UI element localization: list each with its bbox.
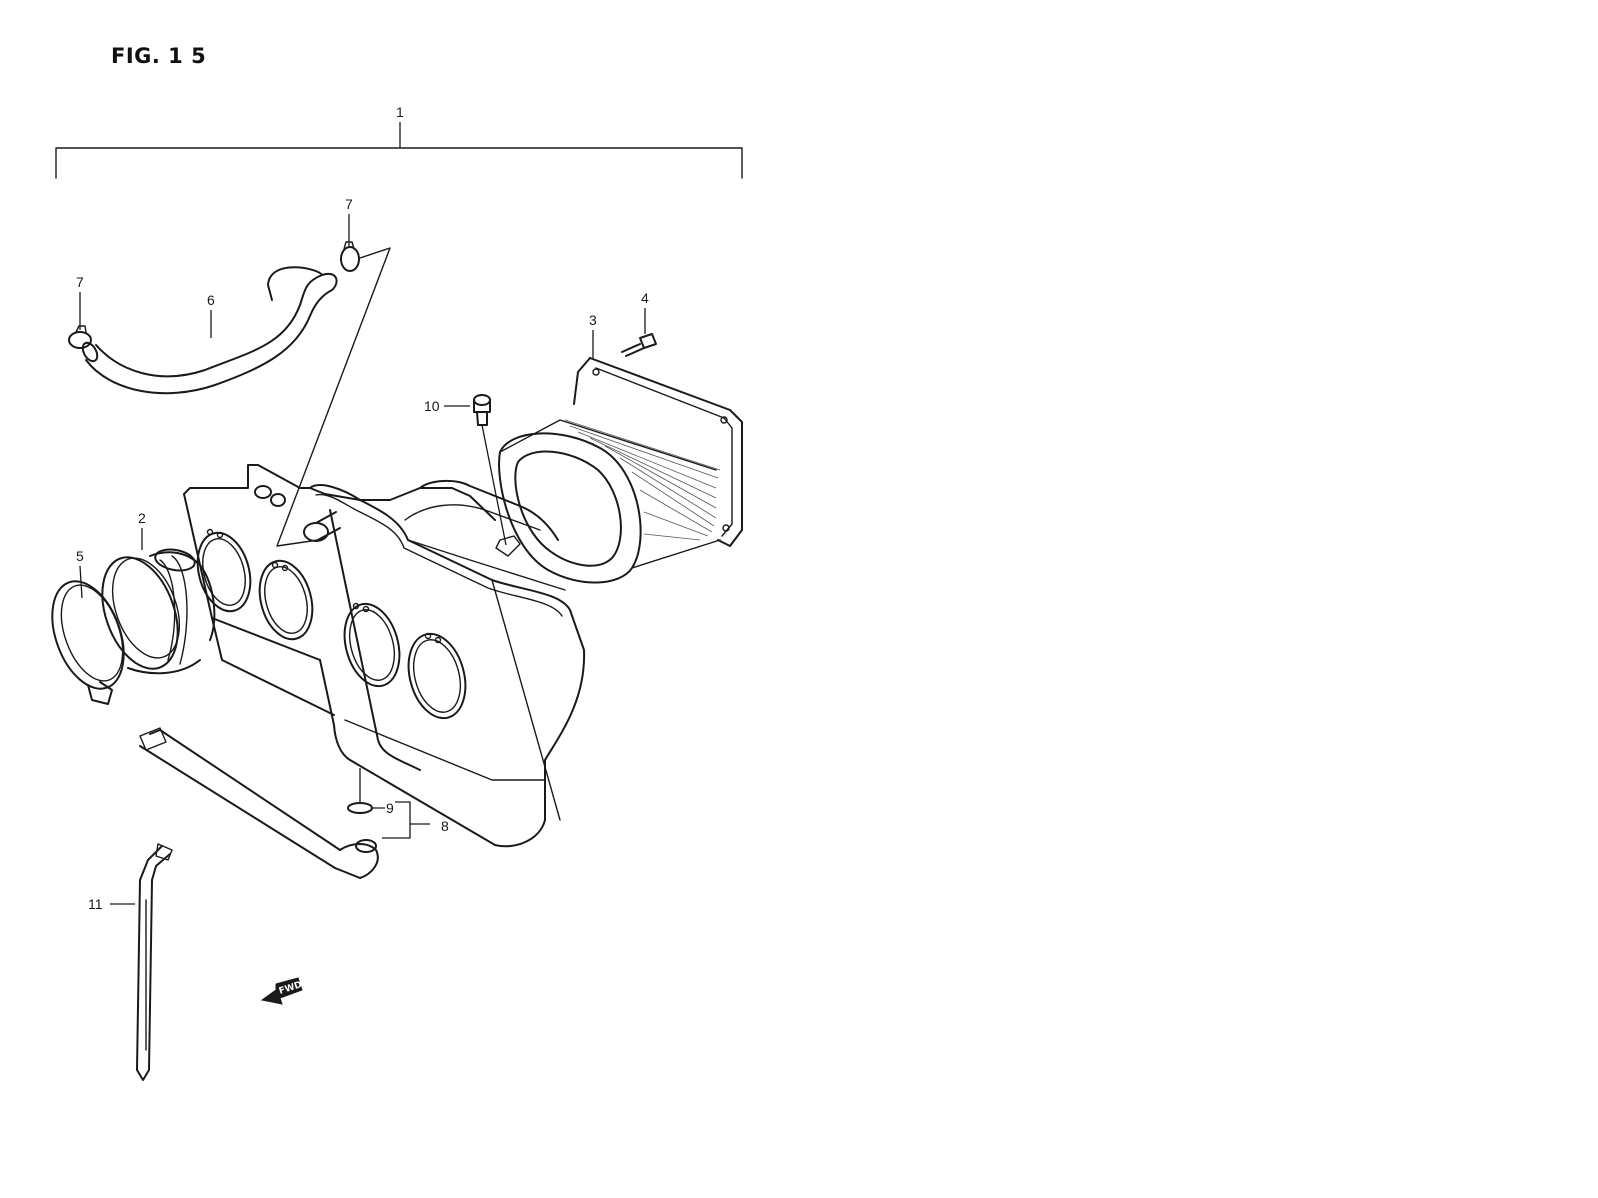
intake-pipe-part-2	[101, 548, 216, 675]
callout-1: 1	[396, 104, 404, 120]
drain-plug-part-9	[347, 768, 373, 814]
figure-title: FIG. 1 5	[111, 44, 207, 68]
callout-8: 8	[441, 818, 449, 834]
hose-clamp-part-5	[51, 580, 125, 705]
leader-lines	[79, 214, 646, 905]
bolt-part-10	[473, 394, 507, 546]
drain-hose-part-8	[139, 727, 379, 879]
air-filter-element-part-3	[498, 357, 743, 584]
screw-part-4	[621, 333, 657, 357]
callout-10: 10	[424, 398, 440, 414]
hose-clamp-part-7-top	[340, 241, 360, 272]
forward-direction-arrow: FWD	[260, 977, 303, 1005]
callout-7-top: 7	[345, 196, 353, 212]
air-cleaner-box	[183, 464, 586, 848]
hose-routing-lines	[276, 247, 391, 547]
callout-4: 4	[641, 290, 649, 306]
callout-11: 11	[88, 896, 103, 912]
strap-part-11	[136, 843, 173, 1081]
breather-hose-part-6	[81, 266, 338, 395]
hose-clamp-part-7-left	[68, 325, 92, 349]
assembly-bracket	[55, 122, 743, 179]
callout-7-left: 7	[76, 274, 84, 290]
callout-6: 6	[207, 292, 215, 308]
callout-5: 5	[76, 548, 84, 564]
callout-3: 3	[589, 312, 597, 328]
callout-2: 2	[138, 510, 146, 526]
callout-9: 9	[386, 800, 394, 816]
